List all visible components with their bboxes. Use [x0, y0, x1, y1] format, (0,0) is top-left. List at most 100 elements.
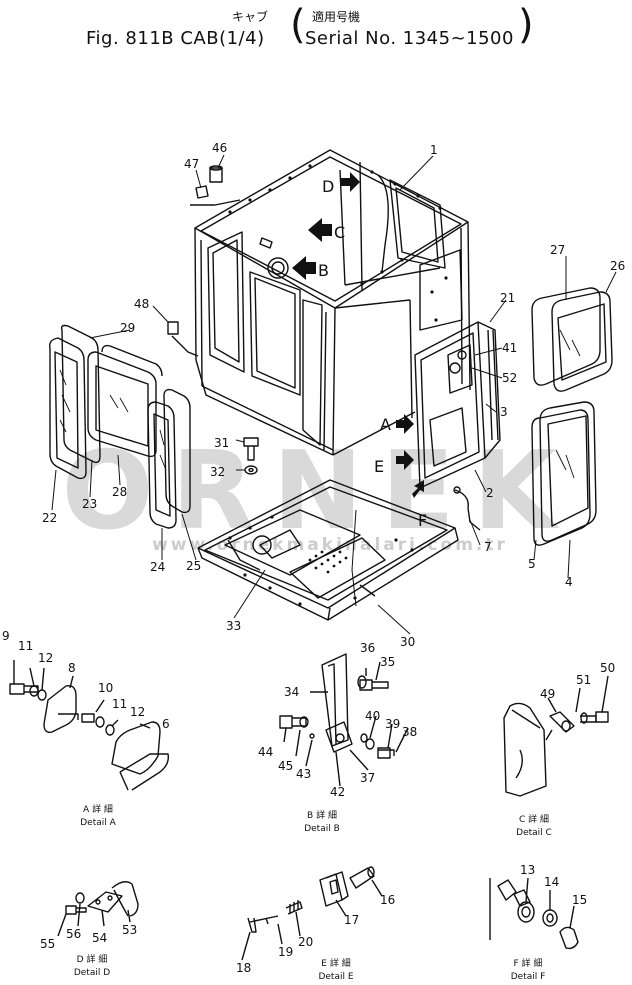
callout-55: 55	[40, 937, 55, 951]
callout-7: 7	[484, 540, 492, 554]
callout-11b: 11	[112, 697, 127, 711]
view-label-a: A	[380, 415, 391, 434]
callout-41: 41	[502, 341, 517, 355]
callout-10: 10	[98, 681, 113, 695]
callout-14: 14	[544, 875, 559, 889]
left-window-glass-28	[87, 344, 163, 458]
callout-40: 40	[365, 709, 380, 723]
callout-52: 52	[502, 371, 517, 385]
view-arrow-a	[396, 414, 414, 434]
plug-48	[167, 321, 179, 335]
callout-48: 48	[134, 297, 149, 311]
detail-d-drawing	[57, 881, 139, 937]
callout-42: 42	[330, 785, 345, 799]
detail-b-drawing	[279, 653, 409, 787]
callout-20: 20	[298, 935, 313, 949]
callout-53: 53	[122, 923, 137, 937]
callout-31: 31	[214, 436, 229, 450]
frame-bolts	[228, 164, 448, 322]
title-block: キャブ Fig. 811B CAB(1/4) ( 適用号機 Serial No.…	[0, 0, 632, 60]
detail-e-en: Detail E	[318, 972, 353, 982]
left-window-glass-22	[48, 337, 87, 480]
callout-30: 30	[400, 635, 415, 649]
callout-22: 22	[42, 511, 57, 525]
callout-4: 4	[565, 575, 573, 589]
callout-27: 27	[550, 243, 565, 257]
callout-13: 13	[520, 863, 535, 877]
cab-frame	[194, 149, 471, 456]
detail-e-drawing	[241, 866, 383, 961]
right-window-seal-5	[531, 409, 591, 546]
grommet-47	[195, 185, 209, 199]
callout-43: 43	[296, 767, 311, 781]
view-arrow-c	[308, 218, 332, 242]
callout-46: 46	[212, 141, 227, 155]
callout-8: 8	[68, 661, 76, 675]
callout-33: 33	[226, 619, 241, 633]
callout-9: 9	[2, 629, 10, 643]
callout-23: 23	[82, 497, 97, 511]
left-window-glass-24	[147, 401, 177, 529]
callout-17: 17	[344, 913, 359, 927]
title-japanese-cab: キャブ	[232, 10, 269, 24]
detail-d-jp: D 詳 細	[77, 953, 108, 965]
grommet-46	[209, 165, 223, 183]
callout-21: 21	[500, 291, 515, 305]
view-label-c: C	[334, 223, 345, 242]
bracket-right: )	[518, 2, 534, 48]
callout-18: 18	[236, 961, 251, 975]
callout-29: 29	[120, 321, 135, 335]
detail-c-jp: C 詳 細	[519, 813, 549, 825]
leader-lines	[51, 154, 617, 635]
view-arrow-labels: D C B A E F	[318, 177, 427, 530]
callout-25: 25	[186, 559, 201, 573]
callout-11: 11	[18, 639, 33, 653]
view-arrows	[292, 172, 424, 498]
right-window-glass-4	[539, 401, 597, 542]
view-arrow-d	[340, 172, 360, 192]
detail-c-drawing	[503, 675, 609, 797]
detail-b-en: Detail B	[304, 824, 340, 834]
detail-a-jp: A 詳 細	[83, 803, 113, 815]
callout-45: 45	[278, 759, 293, 773]
callout-5: 5	[528, 557, 536, 571]
callout-37: 37	[360, 771, 375, 785]
callout-6: 6	[162, 717, 170, 731]
callout-44: 44	[258, 745, 273, 759]
callout-49: 49	[540, 687, 555, 701]
right-window-seal-27	[531, 287, 601, 386]
callout-2: 2	[486, 486, 494, 500]
callout-38: 38	[402, 725, 417, 739]
cab-door	[414, 321, 501, 489]
callout-34: 34	[284, 685, 299, 699]
callout-12b: 12	[130, 705, 145, 719]
floor-holes	[228, 515, 414, 606]
figure-title: Fig. 811B CAB(1/4)	[86, 28, 265, 49]
callout-19: 19	[278, 945, 293, 959]
callout-36: 36	[360, 641, 375, 655]
detail-b-jp: B 詳 細	[307, 809, 337, 821]
view-label-f: F	[418, 511, 427, 530]
view-arrow-e	[396, 450, 414, 470]
detail-c-en: Detail C	[516, 828, 552, 838]
callout-39: 39	[385, 717, 400, 731]
callout-51: 51	[576, 673, 591, 687]
callout-3: 3	[500, 405, 508, 419]
detail-a-en: Detail A	[80, 818, 116, 828]
left-window-seal-25	[163, 388, 191, 514]
detail-a-drawing	[9, 660, 170, 791]
bracket-left: (	[290, 2, 306, 48]
callout-56: 56	[66, 927, 81, 941]
left-window-seal-29	[60, 324, 101, 464]
detail-d-en: Detail D	[74, 968, 110, 978]
view-label-d: D	[322, 177, 334, 196]
view-arrow-f	[412, 480, 424, 498]
callout-32: 32	[210, 465, 225, 479]
view-arrow-b	[292, 256, 316, 280]
detail-f-jp: F 詳 細	[514, 957, 543, 969]
callout-28: 28	[112, 485, 127, 499]
leader-cable	[190, 199, 241, 206]
callout-15: 15	[572, 893, 587, 907]
title-japanese-serial: 適用号機	[312, 10, 361, 24]
view-label-b: B	[318, 261, 329, 280]
